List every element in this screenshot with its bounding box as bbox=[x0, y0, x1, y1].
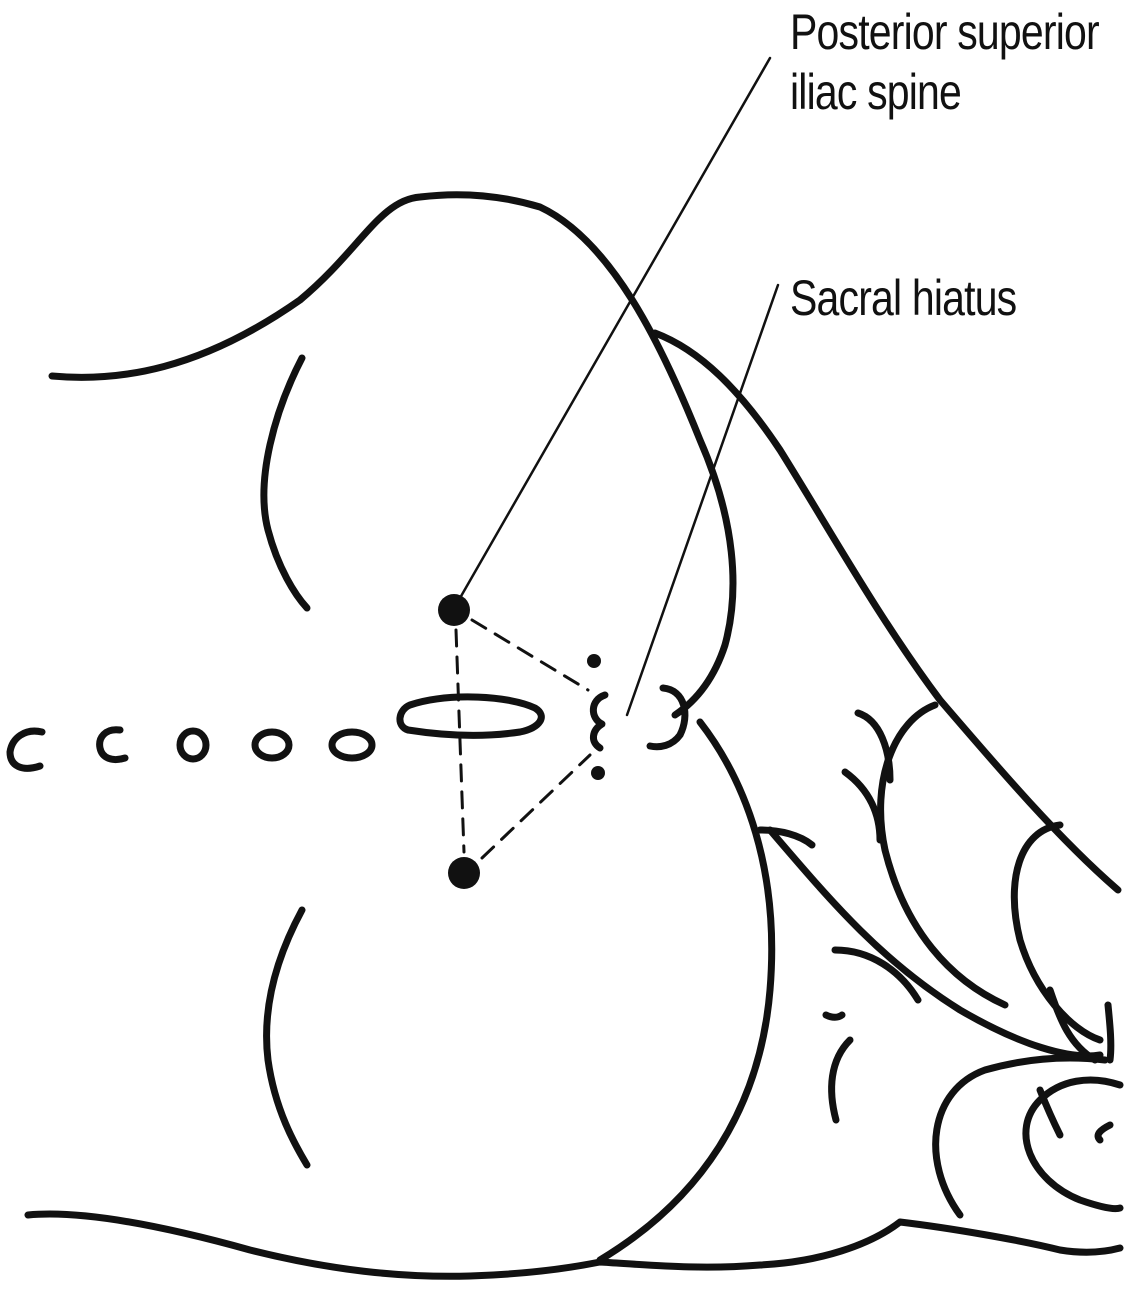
leg-fold-9 bbox=[822, 1011, 846, 1021]
leg-fold-6 bbox=[1104, 1001, 1115, 1064]
leg-fold-1 bbox=[854, 709, 894, 784]
upper-back-contour bbox=[260, 354, 311, 612]
vertebra-3 bbox=[176, 727, 210, 763]
sacral-tubercle-top bbox=[587, 654, 601, 668]
thigh-inner-outline bbox=[766, 826, 1104, 1060]
lower-back-contour bbox=[263, 906, 311, 1169]
back-outline bbox=[48, 191, 737, 719]
leg-fold-7 bbox=[1036, 1086, 1064, 1139]
leg-fold-2 bbox=[841, 768, 884, 844]
dashed-line-vertical bbox=[454, 628, 466, 854]
knee-outline bbox=[877, 701, 1009, 1009]
thigh-outline bbox=[651, 329, 1122, 894]
vertebra-4 bbox=[251, 728, 293, 762]
vertebra-2 bbox=[96, 726, 129, 764]
leader-line-psis bbox=[458, 56, 772, 600]
knee-inner-outline bbox=[1010, 821, 1104, 1044]
lower-body-outline bbox=[24, 1210, 1124, 1280]
buttock-outline bbox=[596, 718, 776, 1264]
leg-fold-10 bbox=[756, 826, 816, 849]
psis-upper-dot bbox=[438, 594, 470, 626]
label-psis-line-2: iliac spine bbox=[790, 64, 962, 120]
vertebra-l5-elongated bbox=[396, 693, 545, 739]
label-psis-line-1: Posterior superior bbox=[790, 4, 1100, 60]
sacral-cornu-right bbox=[646, 684, 689, 751]
psis-lower-dot bbox=[448, 857, 480, 889]
foot-outline bbox=[1022, 1076, 1124, 1213]
lower-leg-outline bbox=[932, 1054, 1109, 1219]
vertebra-1 bbox=[6, 727, 46, 772]
dashed-line-upper bbox=[470, 618, 590, 692]
leg-fold-3 bbox=[831, 946, 922, 1004]
leg-fold-5 bbox=[1046, 986, 1099, 1064]
vertebra-5 bbox=[328, 728, 376, 762]
sacral-cornu-left bbox=[589, 691, 609, 752]
leg-fold-8 bbox=[1094, 1121, 1114, 1144]
sacral-tubercle-bottom bbox=[591, 766, 605, 780]
leg-fold-4 bbox=[828, 1036, 854, 1124]
label-sacral-hiatus: Sacral hiatus bbox=[790, 270, 1017, 326]
label-posterior-superior-iliac-spine: Posterior superior iliac spine bbox=[790, 2, 1100, 122]
leader-line-sacral-hiatus bbox=[625, 283, 780, 717]
dashed-line-lower bbox=[480, 753, 592, 860]
